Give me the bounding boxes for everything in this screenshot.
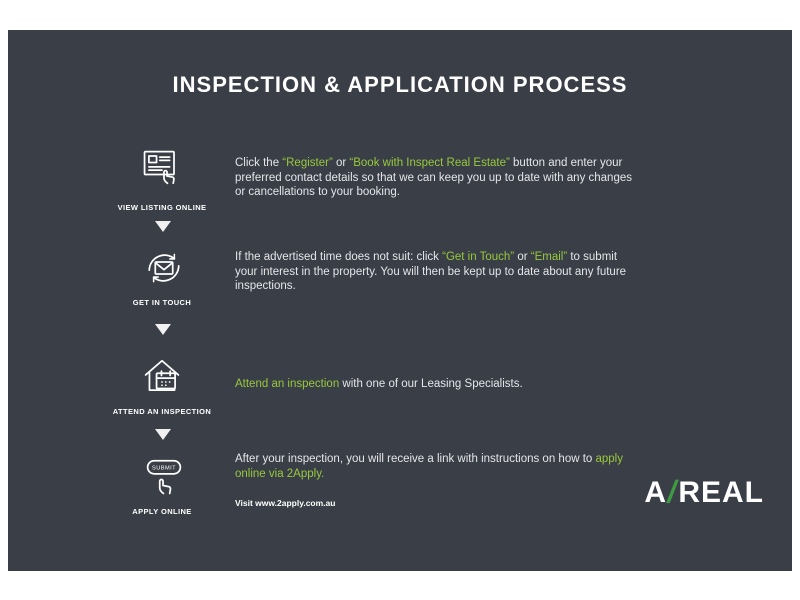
step-desc-attend-inspection: Attend an inspection with one of our Lea… bbox=[235, 377, 637, 392]
step-label-attend-inspection: ATTEND AN INSPECTION bbox=[112, 407, 212, 416]
email-link-text: “Email” bbox=[530, 251, 568, 263]
get-in-touch-link-text: “Get in Touch” bbox=[442, 251, 515, 263]
desc-text: If the advertised time does not suit: cl… bbox=[235, 251, 443, 263]
attend-inspection-link-text: Attend an inspection bbox=[235, 378, 340, 390]
step-desc-get-in-touch: If the advertised time does not suit: cl… bbox=[235, 250, 637, 294]
desc-text: After your inspection, you will receive … bbox=[235, 453, 596, 465]
desc-text: or bbox=[332, 157, 350, 169]
visit-url-text: Visit www.2apply.com.au bbox=[235, 498, 336, 508]
down-arrow-icon bbox=[155, 221, 171, 232]
desc-text: or bbox=[514, 251, 531, 263]
listing-document-icon bbox=[138, 144, 186, 192]
desc-text: to submit your interest in the property.… bbox=[235, 251, 627, 292]
areal-logo: A/REAL bbox=[644, 475, 764, 510]
down-arrow-icon bbox=[155, 429, 171, 440]
step-label-view-listing: VIEW LISTING ONLINE bbox=[117, 203, 207, 212]
desc-text: with one of our Leasing Specialists. bbox=[339, 378, 523, 390]
infographic-panel: INSPECTION & APPLICATION PROCESS VIEW LI… bbox=[8, 30, 792, 571]
submit-icon-label: SUBMIT bbox=[152, 466, 176, 472]
house-calendar-icon bbox=[138, 352, 186, 400]
step-label-apply-online: APPLY ONLINE bbox=[132, 507, 192, 516]
down-arrow-icon bbox=[155, 324, 171, 335]
desc-text: Click the bbox=[235, 157, 283, 169]
logo-letter-a: A bbox=[644, 476, 667, 509]
book-with-ire-link-text: “Book with Inspect Real Estate” bbox=[349, 157, 510, 169]
step-desc-view-listing: Click the “Register” or “Book with Inspe… bbox=[235, 156, 637, 200]
step-label-get-in-touch: GET IN TOUCH bbox=[132, 298, 192, 307]
desc-text: button and enter your preferred contact … bbox=[235, 157, 632, 198]
page-title: INSPECTION & APPLICATION PROCESS bbox=[172, 72, 628, 97]
apply-online-link-text: apply online via 2Apply. bbox=[235, 453, 623, 480]
submit-button-icon: SUBMIT bbox=[140, 452, 188, 500]
step-desc-apply-online: After your inspection, you will receive … bbox=[235, 452, 637, 481]
logo-word-real: REAL bbox=[678, 476, 764, 509]
register-link-text: “Register” bbox=[282, 157, 333, 169]
envelope-refresh-icon bbox=[140, 244, 188, 292]
